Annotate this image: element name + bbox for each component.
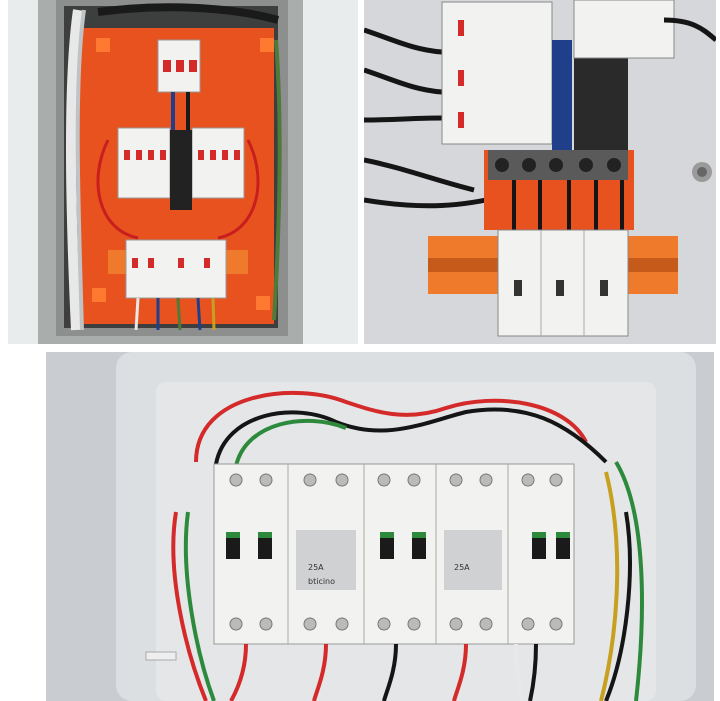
- distribution-box-illustration: [8, 0, 358, 344]
- breaker-group-right: [191, 127, 245, 199]
- bus-bar: [170, 130, 192, 210]
- breaker-group-left: [117, 127, 171, 199]
- photo-top-right: [364, 0, 716, 344]
- enclosure-illustration: 25A bticino 25A: [46, 352, 714, 701]
- breaker-rating-label: 25A: [308, 563, 324, 572]
- bottom-breakers: [125, 239, 227, 299]
- breaker-closeup-illustration: [364, 0, 716, 344]
- photo-bottom: 25A bticino 25A: [46, 352, 714, 701]
- top-right-breaker: [573, 0, 675, 59]
- photo-top-left: [8, 0, 358, 344]
- breaker-brand-label: bticino: [308, 577, 335, 586]
- breaker-rating-label-2: 25A: [454, 563, 470, 572]
